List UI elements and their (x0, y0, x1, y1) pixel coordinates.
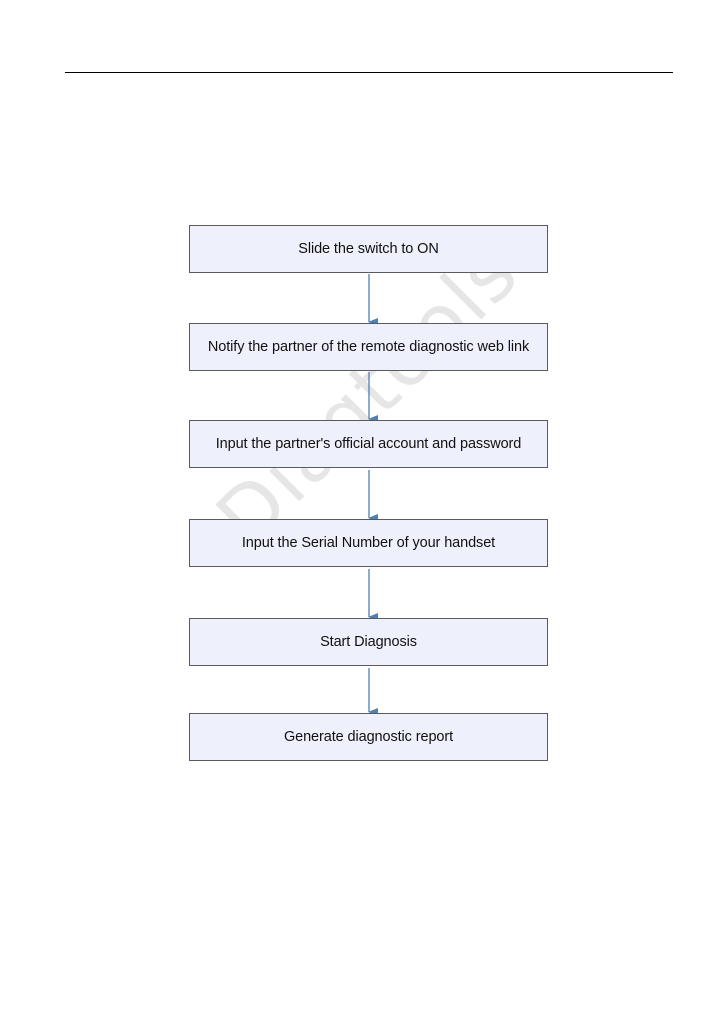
flow-step-slide-switch: Slide the switch to ON (189, 225, 548, 273)
flow-step-generate-report: Generate diagnostic report (189, 713, 548, 761)
flow-step-input-serial: Input the Serial Number of your handset (189, 519, 548, 567)
flow-step-notify-partner: Notify the partner of the remote diagnos… (189, 323, 548, 371)
flow-step-start-diagnosis: Start Diagnosis (189, 618, 548, 666)
flow-step-input-account: Input the partner's official account and… (189, 420, 548, 468)
